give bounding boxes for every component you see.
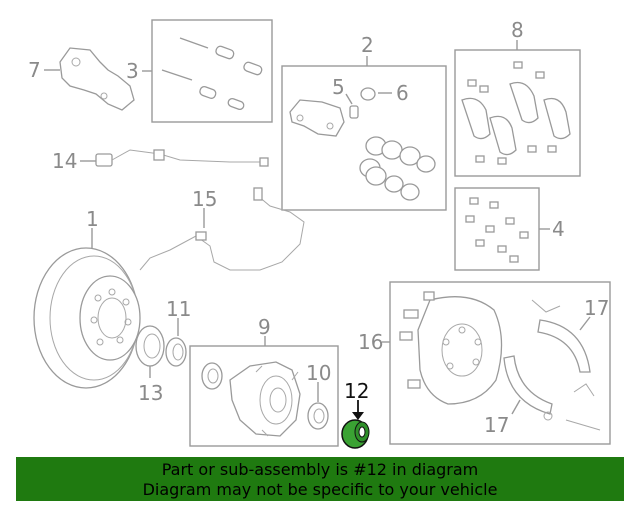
- callout-3[interactable]: 3: [126, 59, 139, 83]
- callout-9[interactable]: 9: [258, 315, 271, 339]
- callout-17-top[interactable]: 17: [584, 296, 609, 320]
- caliper-bracket-part[interactable]: [59, 47, 135, 111]
- brake-hose-part[interactable]: [95, 149, 269, 167]
- bleeder-screw-part[interactable]: [349, 105, 359, 119]
- callout-10[interactable]: 10: [306, 361, 331, 385]
- highlighted-seal-part[interactable]: [341, 419, 370, 449]
- hardware-kit-box: [454, 187, 540, 271]
- hub-box: [189, 345, 339, 447]
- bearing-part[interactable]: [165, 337, 187, 367]
- callout-4[interactable]: 4: [552, 217, 565, 241]
- abs-sensor-part[interactable]: [139, 187, 305, 271]
- brake-rotor-part[interactable]: [33, 247, 141, 389]
- info-banner: Part or sub-assembly is #12 in diagram D…: [16, 457, 624, 501]
- callout-13[interactable]: 13: [138, 381, 163, 405]
- callout-5[interactable]: 5: [332, 75, 345, 99]
- caliper-box: [281, 65, 447, 211]
- dust-cap-part[interactable]: [360, 87, 376, 101]
- callout-14[interactable]: 14: [52, 149, 77, 173]
- hardware-clips-part[interactable]: [465, 197, 529, 263]
- callout-15[interactable]: 15: [192, 187, 217, 211]
- brake-pads-part[interactable]: [461, 61, 571, 165]
- callout-8[interactable]: 8: [511, 18, 524, 42]
- piston-seal-kit-part[interactable]: [359, 136, 436, 201]
- bolt-kit-part[interactable]: [161, 37, 263, 111]
- callout-12[interactable]: 12: [344, 379, 369, 403]
- outer-seal-part[interactable]: [307, 402, 329, 430]
- parking-brake-shoes-part[interactable]: [503, 299, 601, 431]
- callout-16[interactable]: 16: [358, 330, 383, 354]
- wheel-hub-part[interactable]: [201, 361, 301, 437]
- callout-2[interactable]: 2: [361, 33, 374, 57]
- callout-7[interactable]: 7: [28, 58, 41, 82]
- parking-brake-box: [389, 281, 611, 445]
- backing-plate-part[interactable]: [399, 291, 503, 405]
- callout-6[interactable]: 6: [396, 81, 409, 105]
- callout-17-bottom[interactable]: 17: [484, 413, 509, 437]
- inner-seal-part[interactable]: [135, 325, 165, 367]
- callout-11[interactable]: 11: [166, 297, 191, 321]
- banner-line-1: Part or sub-assembly is #12 in diagram: [161, 460, 479, 479]
- callout-1[interactable]: 1: [86, 207, 99, 231]
- caliper-part[interactable]: [289, 99, 345, 137]
- parts-diagram: 7 3 2 5 6 8: [28, 18, 611, 449]
- banner-line-2: Diagram may not be specific to your vehi…: [142, 480, 498, 499]
